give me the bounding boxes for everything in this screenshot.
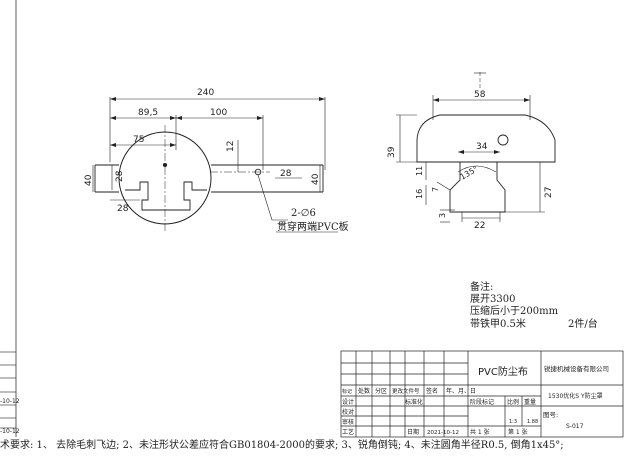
left-date-2: -10-12 bbox=[0, 428, 20, 435]
title-block bbox=[340, 350, 624, 438]
rev-header-count: 处数 bbox=[358, 387, 370, 395]
dim-75: 75 bbox=[133, 135, 144, 145]
dim-89-5: 89,5 bbox=[138, 108, 158, 118]
dim-39: 39 bbox=[387, 146, 397, 158]
dim-135: 135° bbox=[459, 164, 480, 181]
dim-40-right: 40 bbox=[311, 173, 321, 185]
rev-header-sign: 签名 bbox=[426, 387, 438, 395]
sheet-number: 第 1 张 bbox=[508, 428, 528, 436]
quantity-note: 2件/台 bbox=[568, 317, 598, 330]
notes-block: 备注: 展开3300 压缩后小于200mm 带铁甲0.5米 2件/台 bbox=[470, 280, 598, 330]
assembly-name: 1530优化S Y防尘罩 bbox=[548, 392, 603, 400]
ratio-label: 比例 bbox=[507, 398, 519, 406]
hole-note: 2-∅6 bbox=[291, 208, 316, 219]
rev-header-zone: 分区 bbox=[375, 387, 387, 395]
rev-header-change-doc: 更改文件号 bbox=[392, 387, 420, 395]
dim-100: 100 bbox=[210, 108, 227, 118]
dim-27: 27 bbox=[544, 187, 554, 198]
front-view bbox=[92, 97, 338, 233]
date-value: 2021-10-12 bbox=[427, 430, 459, 436]
rev-header-date: 年、月、日 bbox=[446, 387, 476, 395]
dim-28-bottom: 28 bbox=[117, 204, 129, 214]
stage-mark: 阶段标记 bbox=[470, 398, 494, 406]
part-name: PVC防尘布 bbox=[478, 365, 528, 378]
hole-note-2: 贯穿两端PVC板 bbox=[277, 220, 349, 233]
dim-3: 3 bbox=[438, 213, 447, 218]
left-date-1: -10-12 bbox=[0, 398, 20, 405]
dim-34: 34 bbox=[476, 142, 488, 152]
row-check: 校对 bbox=[342, 408, 354, 416]
row-process: 工艺 bbox=[342, 428, 354, 436]
dim-58: 58 bbox=[474, 90, 486, 100]
rev-header-mark: 标记 bbox=[342, 388, 352, 395]
weight-label: 重量 bbox=[524, 398, 536, 406]
notes-line-2: 压缩后小于200mm bbox=[470, 304, 559, 317]
sheet-total: 共 1 张 bbox=[470, 428, 490, 436]
scale-value: 1:3 bbox=[509, 419, 517, 425]
dim-40-left: 40 bbox=[84, 174, 94, 186]
dim-16: 16 bbox=[415, 189, 424, 199]
dim-12: 12 bbox=[226, 141, 236, 152]
technical-requirements: 术要求: 1、 去除毛刺飞边; 2、未注形状公差应符合GB01804-2000的… bbox=[0, 440, 564, 451]
standardize-label: 标准化 bbox=[405, 398, 423, 406]
notes-title: 备注: bbox=[470, 280, 493, 293]
row-review: 审核 bbox=[342, 418, 354, 426]
side-view bbox=[396, 72, 556, 223]
dim-240: 240 bbox=[197, 88, 214, 98]
dim-22: 22 bbox=[474, 221, 485, 231]
row-design: 设计 bbox=[342, 398, 354, 406]
dim-11: 11 bbox=[415, 166, 424, 176]
date-label: 日期 bbox=[407, 428, 419, 436]
drawing-no: S-017 bbox=[566, 423, 584, 430]
notes-line-1: 展开3300 bbox=[470, 293, 515, 305]
notes-line-3: 带铁甲0.5米 bbox=[470, 317, 526, 330]
dim-28-left: 28 bbox=[115, 170, 125, 182]
company-name: 锐捷机械设备有限公司 bbox=[544, 364, 609, 373]
dim-7: 7 bbox=[431, 187, 440, 192]
left-edge-table bbox=[0, 351, 16, 429]
weight-value: 1.88 bbox=[527, 419, 538, 425]
drawing-no-label: 图号: bbox=[543, 411, 558, 419]
dim-28-right: 28 bbox=[280, 169, 292, 179]
